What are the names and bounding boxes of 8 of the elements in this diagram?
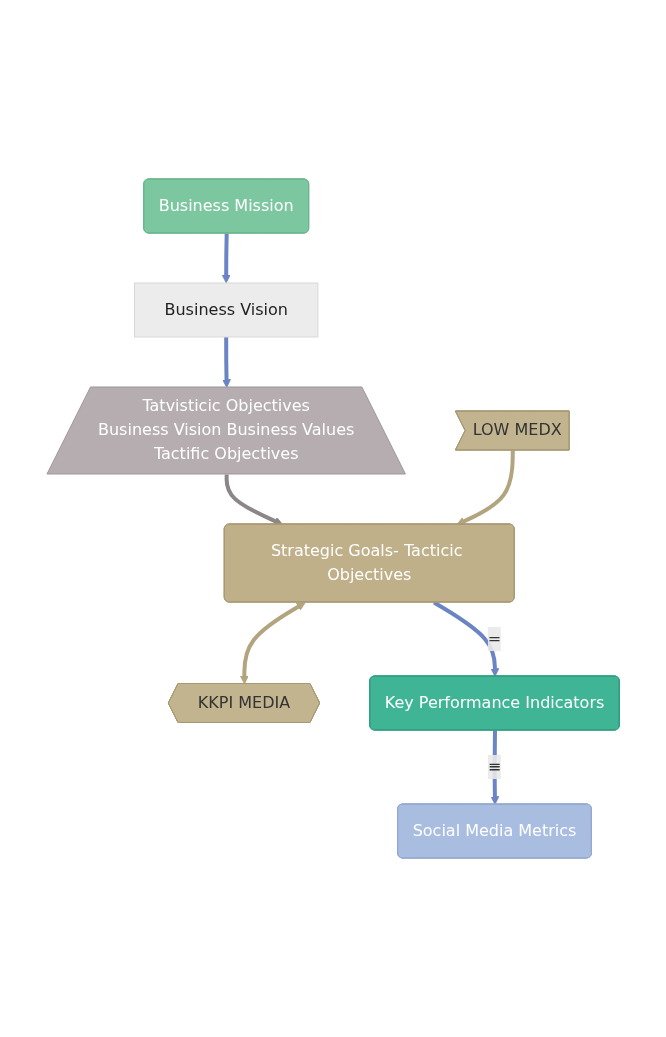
node-box: Business Vision	[133, 282, 319, 338]
arrow	[239, 602, 306, 685]
arrow	[432, 600, 500, 677]
edge-label: =	[487, 628, 502, 648]
edge-label: ≡	[487, 756, 502, 776]
arrow	[490, 730, 500, 805]
arrow	[221, 233, 231, 284]
arrow	[222, 337, 231, 388]
